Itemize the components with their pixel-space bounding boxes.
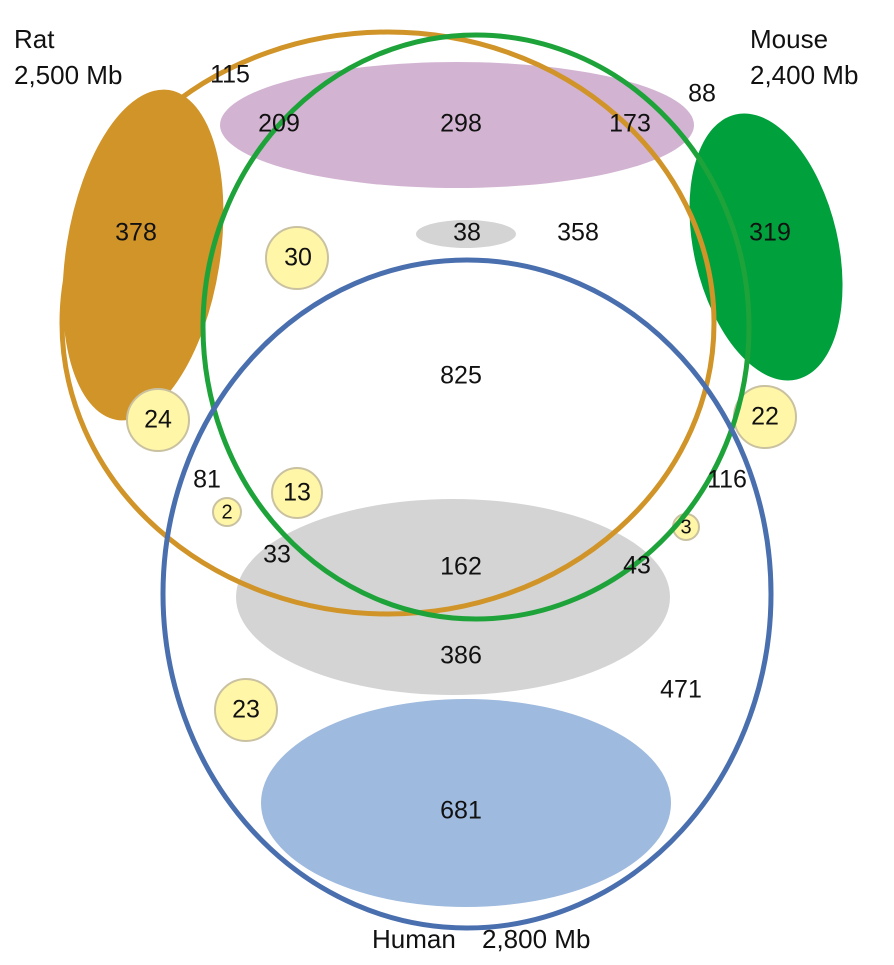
count-gray-all: 162 xyxy=(440,553,482,581)
count-gray-rat-human: 33 xyxy=(263,541,291,569)
count-mouse-purple: 173 xyxy=(609,110,651,138)
count-blue-human: 681 xyxy=(440,797,482,825)
blue-ellipse xyxy=(261,699,671,907)
rat-size-label: 2,500 Mb xyxy=(14,60,122,90)
count-yellow-3: 3 xyxy=(680,516,691,538)
count-rat-purple: 209 xyxy=(258,110,300,138)
human-circle xyxy=(160,257,774,931)
count-mouse-outer: 88 xyxy=(688,80,716,108)
count-rat-blob: 378 xyxy=(115,219,157,247)
gray-small-ellipse xyxy=(416,220,516,248)
mouse-size-label: 2,400 Mb xyxy=(750,60,858,90)
count-gray-small: 38 xyxy=(453,219,481,247)
gray-large-ellipse xyxy=(236,499,670,695)
purple-ellipse xyxy=(220,62,694,188)
count-yellow-2: 2 xyxy=(221,501,232,523)
count-gray-human: 386 xyxy=(440,642,482,670)
mouse-only-blob xyxy=(689,113,843,381)
human-label: Human xyxy=(372,924,456,954)
count-yellow-24: 24 xyxy=(144,406,172,434)
yellow-circle-23 xyxy=(214,678,278,742)
mouse-label: Mouse xyxy=(750,24,828,54)
count-rat-outer: 115 xyxy=(210,61,250,89)
yellow-circle-13 xyxy=(271,467,323,519)
rat-only-blob xyxy=(62,89,224,421)
rat-label: Rat xyxy=(14,24,55,54)
count-yellow-30: 30 xyxy=(284,244,312,272)
yellow-circle-24 xyxy=(126,388,190,452)
count-rat-human: 81 xyxy=(193,466,221,494)
yellow-circle-2 xyxy=(212,497,242,527)
count-rat-mouse: 358 xyxy=(557,219,599,247)
count-all-three: 825 xyxy=(440,362,482,390)
count-gray-mouse-human: 43 xyxy=(623,552,651,580)
yellow-circle-30 xyxy=(265,226,329,290)
count-shared-purple: 298 xyxy=(440,110,482,138)
count-yellow-13: 13 xyxy=(283,479,311,507)
count-yellow-22: 22 xyxy=(751,403,779,431)
rat-circle xyxy=(59,29,717,617)
count-mouse-blob: 319 xyxy=(749,219,791,247)
count-yellow-23: 23 xyxy=(232,696,260,724)
count-human-only: 471 xyxy=(660,676,702,704)
human-size-label: 2,800 Mb xyxy=(482,924,590,954)
mouse-circle xyxy=(200,32,752,622)
count-mouse-human: 116 xyxy=(707,466,747,494)
